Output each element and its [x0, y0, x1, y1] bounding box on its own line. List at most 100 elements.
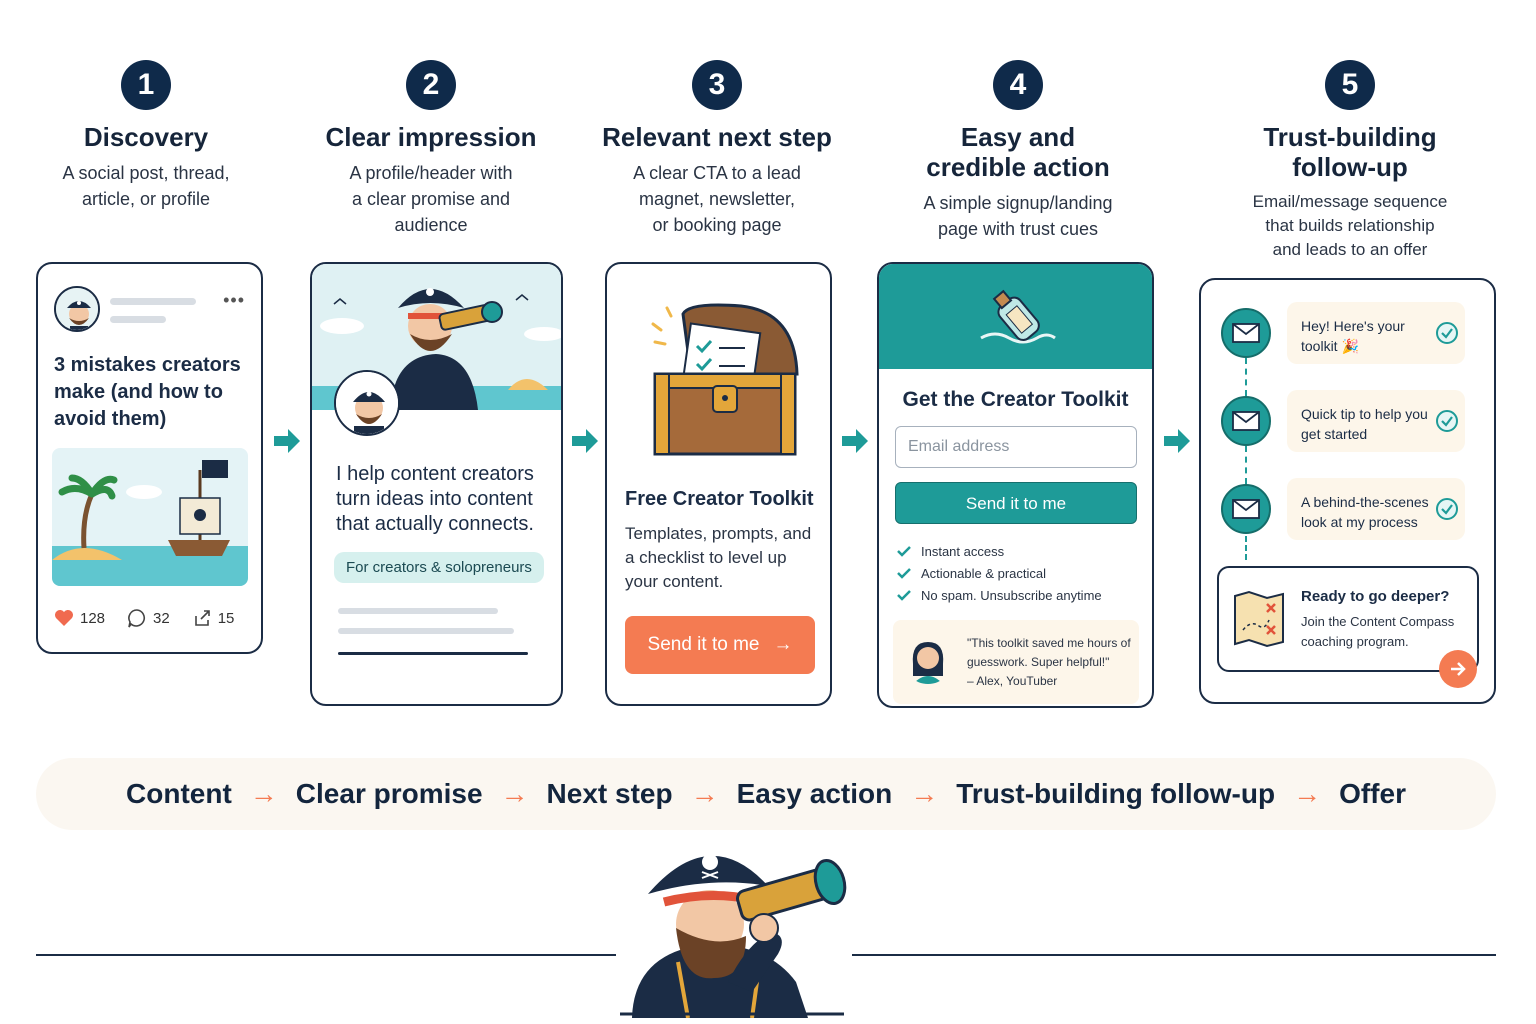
signup-submit-button[interactable]: Send it to me [895, 482, 1137, 524]
bio-placeholder-line [338, 652, 528, 655]
sequence-connector [1245, 536, 1247, 560]
signup-title: Get the Creator Toolkit [902, 388, 1129, 411]
profile-header-card[interactable]: I help content creators turn ideas into … [310, 262, 563, 706]
flow-arrow-icon: → [500, 778, 529, 809]
handle-placeholder [110, 316, 166, 323]
treasure-chest-icon [651, 303, 799, 456]
email-icon [1221, 484, 1271, 534]
arrow-right-icon [1451, 662, 1466, 676]
bio-placeholder-line [338, 608, 498, 614]
check-circle-icon [1436, 498, 1458, 520]
testimonial-text: "This toolkit saved me hours of guesswor… [967, 634, 1137, 691]
share-icon [194, 610, 210, 626]
post-title: 3 mistakes creators make (and how to avo… [54, 354, 241, 430]
message-bubble[interactable]: Quick tip to help you get started [1287, 390, 1465, 452]
step-1-header: 1 Discovery A social post, thread,articl… [36, 60, 256, 212]
landing-hero [879, 264, 1152, 369]
message-text: Quick tip to help you get started [1301, 406, 1428, 442]
email-icon [1221, 308, 1271, 358]
username-placeholder [110, 298, 196, 305]
step-number-badge: 4 [993, 60, 1043, 110]
flow-arrow-icon [274, 429, 300, 453]
flow-step: Clear promise [295, 778, 483, 809]
checkmark-icon [897, 546, 911, 557]
divider-line [852, 954, 1496, 956]
lead-magnet-card[interactable]: Free Creator Toolkit Templates, prompts,… [605, 262, 832, 706]
flow-arrow-icon [572, 429, 598, 453]
signup-landing-card[interactable]: Get the Creator Toolkit Email address Se… [877, 262, 1154, 708]
step-title: Clear impression [325, 122, 537, 152]
flow-step: Offer [1339, 778, 1406, 809]
engagement-stats: 128 32 15 [54, 608, 234, 628]
testimonial-box: "This toolkit saved me hours of guesswor… [893, 620, 1139, 704]
lead-magnet-description: Templates, prompts, and a checklist to l… [625, 524, 812, 591]
message-text: Hey! Here's your toolkit 🎉 [1301, 318, 1405, 354]
checkmark-icon [897, 590, 911, 601]
step-title: Discovery [83, 122, 209, 152]
social-post-card[interactable]: ••• 3 mistakes creators make (and how to… [36, 262, 263, 654]
flow-arrow-icon: → [1293, 778, 1322, 809]
arrow-right-icon: → [773, 634, 793, 655]
profile-headline: I help content creators turn ideas into … [336, 463, 534, 535]
trust-cues-list: Instant access Actionable & practical No… [897, 540, 1102, 606]
flow-step: Easy action [736, 778, 893, 809]
offer-box[interactable]: Ready to go deeper? Join the Content Com… [1217, 566, 1479, 688]
flow-step: Next step [546, 778, 673, 809]
message-bubble[interactable]: Hey! Here's your toolkit 🎉 [1287, 302, 1465, 364]
offer-description: Join the Content Compass coaching progra… [1301, 614, 1455, 649]
email-input[interactable]: Email address [895, 426, 1137, 468]
step-2-header: 2 Clear impression A profile/header with… [306, 60, 556, 238]
trust-cue-item: No spam. Unsubscribe anytime [897, 584, 1102, 606]
flow-arrow-icon: → [690, 778, 719, 809]
comment-icon [128, 609, 146, 628]
share-stat[interactable]: 15 [192, 608, 235, 628]
trust-cue-item: Actionable & practical [897, 562, 1102, 584]
check-circle-icon [1436, 322, 1458, 344]
lead-magnet-title: Free Creator Toolkit [625, 488, 814, 510]
checkmark-icon [897, 568, 911, 579]
treasure-map-icon [1234, 590, 1284, 648]
like-count: 128 [80, 609, 106, 627]
comment-stat[interactable]: 32 [127, 608, 170, 628]
flow-step: Content [126, 778, 232, 809]
flow-arrow-icon: → [249, 778, 278, 809]
step-number-badge: 2 [406, 60, 456, 110]
offer-go-button[interactable] [1439, 650, 1477, 688]
heart-icon [55, 610, 73, 626]
step-title: Relevant next step [602, 122, 832, 152]
bio-placeholder-line [338, 628, 514, 634]
more-options-icon[interactable]: ••• [223, 290, 245, 310]
send-it-button-label: Send it to me [647, 634, 760, 655]
trust-cue-item: Instant access [897, 540, 1102, 562]
send-it-button[interactable]: Send it to me → [625, 616, 815, 674]
testimonial-author: – Alex, YouTuber [967, 674, 1058, 688]
funnel-flow-bar: Content → Clear promise → Next step → Ea… [36, 758, 1496, 830]
followup-sequence-card[interactable]: Hey! Here's your toolkit 🎉 Quick tip to … [1199, 278, 1496, 704]
step-number-badge: 1 [121, 60, 171, 110]
audience-tag: For creators & solopreneurs [334, 552, 544, 583]
flow-arrow-icon [1164, 429, 1190, 453]
comment-count: 32 [153, 609, 170, 627]
message-text: A behind-the-scenes look at my process [1301, 494, 1429, 530]
testimonial-avatar [903, 634, 953, 684]
divider-line [36, 954, 616, 956]
offer-title: Ready to go deeper? [1301, 588, 1450, 605]
like-stat[interactable]: 128 [54, 608, 105, 628]
flow-arrow-icon: → [910, 778, 939, 809]
step-number-badge: 3 [692, 60, 742, 110]
email-icon [1221, 396, 1271, 446]
sequence-connector [1245, 358, 1247, 396]
step-3-header: 3 Relevant next step A clear CTA to a le… [592, 60, 842, 238]
message-bubble[interactable]: A behind-the-scenes look at my process [1287, 478, 1465, 540]
profile-avatar [334, 370, 400, 436]
share-count: 15 [217, 609, 235, 627]
flow-step: Trust-building follow-up [956, 778, 1276, 809]
